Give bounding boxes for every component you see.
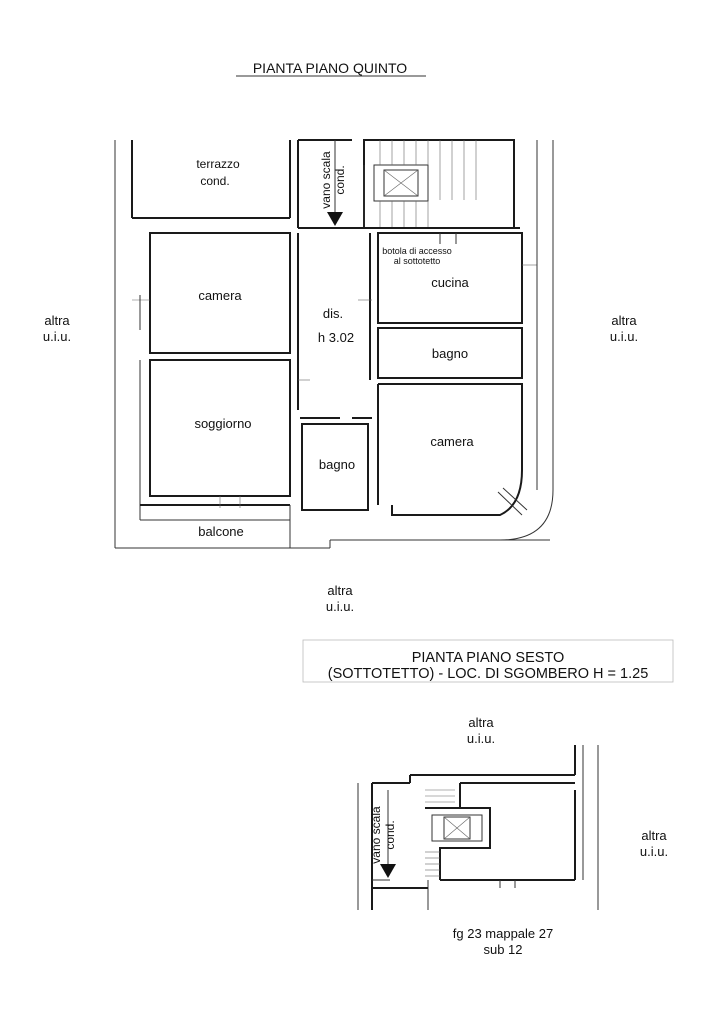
room-label-bagno-center: bagno (319, 457, 355, 472)
room-label-dis-height: h 3.02 (318, 330, 354, 345)
sixth-floor-title: PIANTA PIANO SESTO (SOTTOTETTO) - LOC. D… (302, 639, 674, 683)
cadastral-reference: fg 23 mappale 27 sub 12 (453, 926, 553, 957)
room-label-terrazzo: terrazzo (196, 157, 240, 171)
label-botola: botola di accesso (382, 246, 452, 256)
neighbor-right-uiu: u.i.u. (610, 329, 638, 344)
sixth-floor-title-line1: PIANTA PIANO SESTO (412, 650, 565, 666)
cadastral-line1: fg 23 mappale 27 (453, 926, 553, 941)
sixth-floor-title-line2: (SOTTOTETTO) - LOC. DI SGOMBERO H = 1.25 (328, 666, 649, 682)
room-label-dis: dis. (323, 306, 343, 321)
sixth-neighbor-top-uiu: u.i.u. (467, 731, 495, 746)
room-label-vano-scala: vano scala (319, 151, 333, 209)
neighbor-left-label: altra (44, 313, 70, 328)
room-label-terrazzo-cond: cond. (200, 174, 229, 188)
neighbor-right-label: altra (611, 313, 637, 328)
fifth-floor-title-text: PIANTA PIANO QUINTO (253, 60, 407, 76)
cadastral-line2: sub 12 (483, 942, 522, 957)
fifth-floor-labels: terrazzo cond. vano scala cond. botola d… (43, 151, 638, 614)
room-label-bagno-right: bagno (432, 346, 468, 361)
sixth-floor-labels: vano scala cond. altra u.i.u. altra u.i.… (369, 715, 668, 864)
sixth-stair-arrow-icon (380, 790, 396, 878)
neighbor-bottom-uiu: u.i.u. (326, 599, 354, 614)
sixth-neighbor-right-label: altra (641, 828, 667, 843)
label-sottotetto: al sottotetto (394, 256, 441, 266)
neighbor-bottom-label: altra (327, 583, 353, 598)
sixth-label-vano-scala-cond: cond. (383, 820, 397, 849)
room-label-camera-left: camera (198, 288, 242, 303)
stair-arrow-icon (327, 140, 343, 226)
sixth-neighbor-top-label: altra (468, 715, 494, 730)
sixth-neighbor-right-uiu: u.i.u. (640, 844, 668, 859)
room-label-soggiorno: soggiorno (194, 416, 251, 431)
sixth-stair-treads (425, 789, 455, 877)
room-label-camera-right: camera (430, 434, 474, 449)
room-label-vano-scala-cond: cond. (333, 165, 347, 194)
fifth-floor-title: PIANTA PIANO QUINTO (236, 60, 426, 77)
fifth-floor-plan (114, 139, 554, 549)
stair-treads (379, 140, 477, 228)
room-label-balcone: balcone (198, 524, 244, 539)
sixth-floor-plan (357, 745, 599, 910)
room-label-cucina: cucina (431, 275, 469, 290)
sixth-label-vano-scala: vano scala (369, 806, 383, 864)
neighbor-left-uiu: u.i.u. (43, 329, 71, 344)
